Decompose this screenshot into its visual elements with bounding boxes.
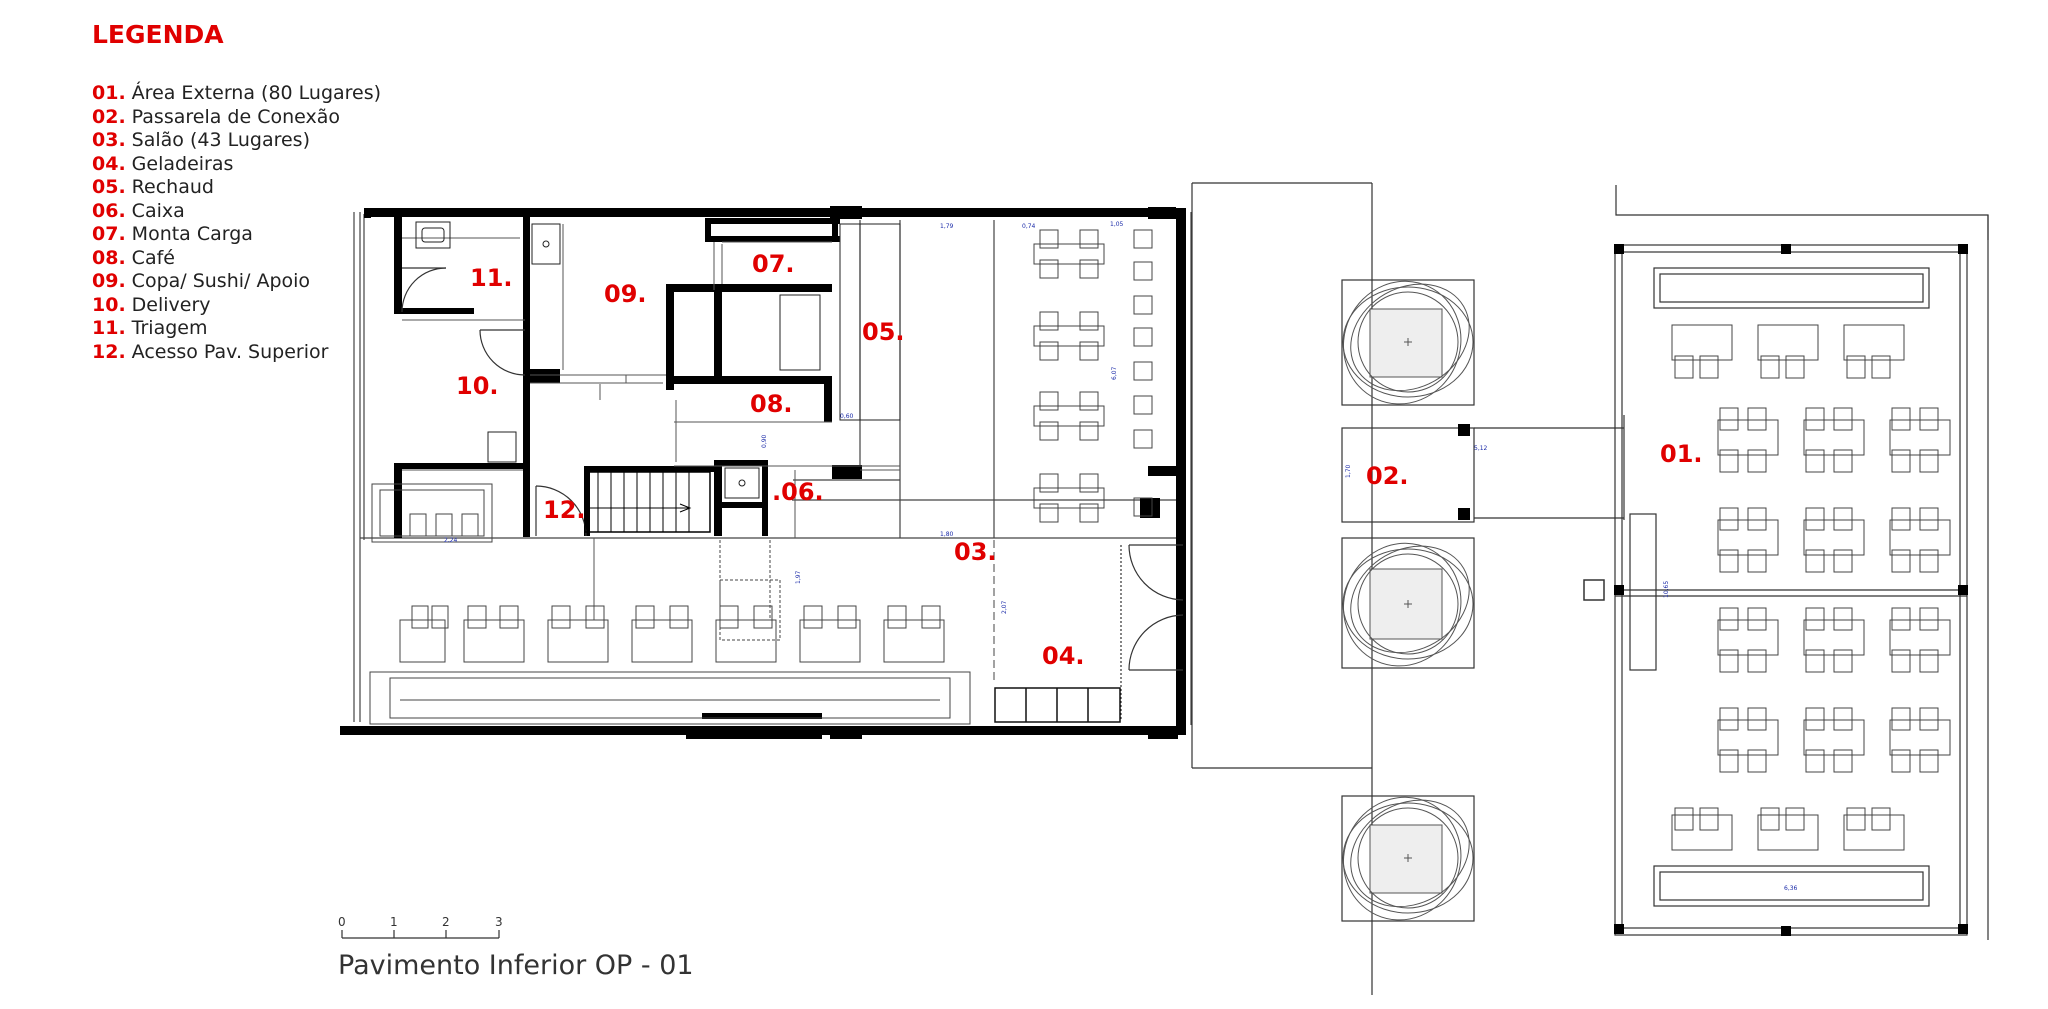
post-marker [1583,579,1605,601]
room-label-07: 07. [752,250,795,278]
legend-label: Acesso Pav. Superior [131,340,329,363]
legend-number: 08. [92,246,126,269]
legend-item: 09.Copa/ Sushi/ Apoio [92,270,381,294]
room-label-09: 09. [604,280,647,308]
stairs [584,471,711,533]
legend-label: Café [131,246,175,269]
dimension-label: 6,36 [1784,885,1798,892]
room-label-05: 05. [862,318,905,346]
legend-item: 11.Triagem [92,317,381,341]
scale-bar: 0 1 2 3 [338,915,503,939]
room-label-04: 04. [1042,642,1085,670]
main-building [340,206,1192,739]
room-label-12: 12. [543,496,586,524]
exterior-walls [340,206,1186,739]
counter [369,483,971,725]
dimension-label: 10,65 [1663,581,1670,598]
external-area [1614,185,1989,940]
room-label-03: 03. [954,538,997,566]
legend-label: Área Externa (80 Lugares) [131,82,382,104]
plan-title: Pavimento Inferior OP - 01 [338,950,694,981]
dimension-label: 1,80 [940,531,954,538]
dimension-label: 1,79 [940,223,954,230]
scale-tick-label: 3 [495,915,503,929]
salon-tables [399,513,945,663]
legend-item: 02.Passarela de Conexão [92,106,381,130]
interior-walls [394,217,1176,537]
legend-label: Passarela de Conexão [131,105,340,128]
fixtures [415,221,901,499]
dimension-label: 1,70 [1345,464,1352,478]
scale-tick-label: 0 [338,915,346,929]
legend-item: 05.Rechaud [92,176,381,200]
legend-number: 12. [92,340,126,363]
legend-number: 06. [92,199,126,222]
legend-item: 04.Geladeiras [92,153,381,177]
legend-item: 12.Acesso Pav. Superior [92,341,381,365]
legend-label: Salão (43 Lugares) [131,129,310,151]
legend-item: 07.Monta Carga [92,223,381,247]
room-label-10: 10. [456,372,499,400]
dimension-label: 6,07 [1111,366,1118,380]
room-label-02: 02. [1366,462,1409,490]
legend-list: 01.Área Externa (80 Lugares) 02.Passarel… [92,82,381,364]
dimension-label: 0,60 [840,413,854,420]
legend-item: 01.Área Externa (80 Lugares) [92,82,381,106]
legend-number: 10. [92,293,126,316]
legend-title: LEGENDA [92,20,224,49]
legend-label: Caixa [131,199,185,222]
legend-label: Delivery [131,293,211,316]
dimension-label: 5,12 [1474,445,1488,452]
dimension-label: 2,24 [444,537,458,544]
room-label-01: 01. [1660,440,1703,468]
scale-tick-label: 1 [390,915,398,929]
salon-column-tables [1033,229,1153,523]
legend-number: 01. [92,82,126,104]
legend-item: 03.Salão (43 Lugares) [92,129,381,153]
legend-item: 10.Delivery [92,294,381,318]
legend-label: Geladeiras [131,152,234,175]
room-label-08: 08. [750,390,793,418]
dimension-label: 0,74 [1022,223,1036,230]
legend-label: Rechaud [131,176,214,198]
tree-symbols [1342,280,1474,921]
room-label-11: 11. [470,264,513,292]
legend-number: 05. [92,176,126,198]
dimension-label: 0,90 [761,434,768,448]
room-labels: 01. 02. 03. 04. 05. .06. 07. 08. 09. 10.… [456,250,1703,670]
legend-number: 07. [92,223,126,245]
external-tables [1671,324,1951,851]
connection-walkway [1191,182,1624,995]
dimension-label: 1,05 [1110,221,1124,228]
refrigerators [994,687,1121,723]
legend-label: Copa/ Sushi/ Apoio [131,270,311,292]
legend-item: 08.Café [92,247,381,271]
legend-number: 09. [92,270,126,292]
legend-item: 06.Caixa [92,200,381,224]
legend-label: Monta Carga [131,223,253,245]
external-posts [1614,244,1968,936]
room-label-06: .06. [772,478,824,506]
dimension-labels: 1,79 0,74 1,05 6,07 0,60 0,90 1,80 1,97 … [444,221,1798,892]
legend-number: 04. [92,152,126,175]
legend-number: 03. [92,129,126,151]
scale-tick-label: 2 [442,915,450,929]
walkway-posts [1458,424,1470,520]
door-swings [401,267,1184,720]
dimension-label: 1,97 [795,570,802,584]
legend-number: 11. [92,317,126,339]
legend-number: 02. [92,105,126,128]
legend-label: Triagem [131,317,208,339]
dimension-label: 2,07 [1001,600,1008,614]
